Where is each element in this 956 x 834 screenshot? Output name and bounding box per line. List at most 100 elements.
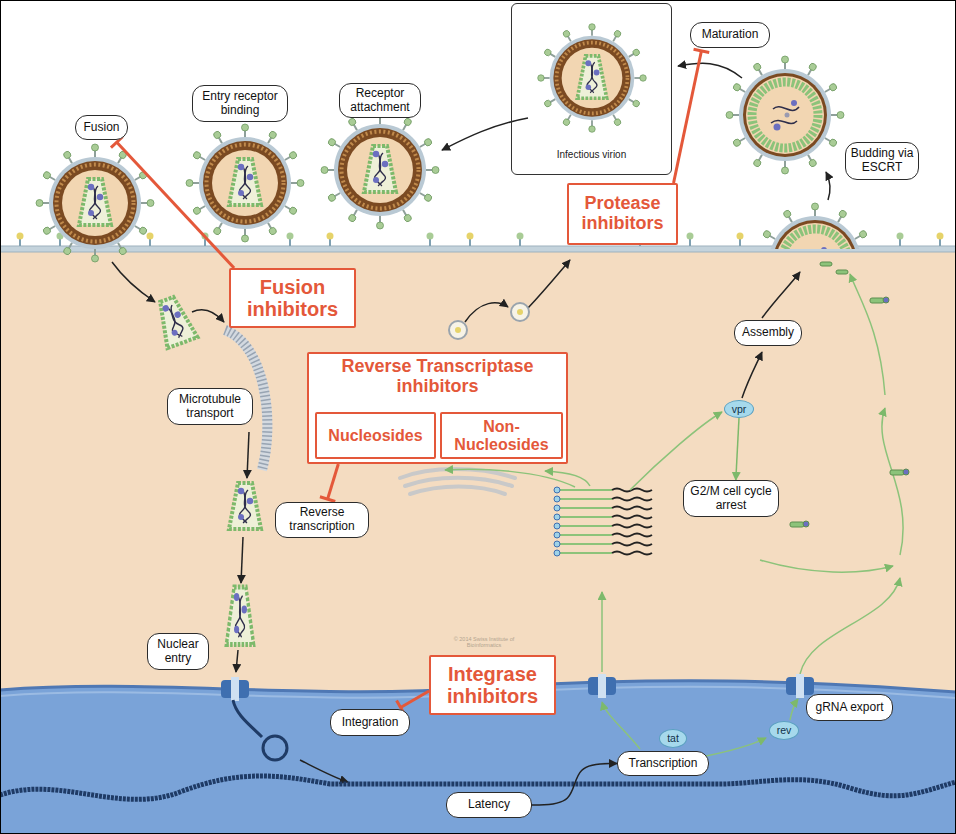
step-arrow-part [742, 352, 762, 398]
inhibition-connector [401, 691, 429, 707]
vesicle-part [511, 303, 529, 321]
vesicle-part [455, 327, 461, 333]
node-text: Reverse Transcriptase inhibitors [314, 357, 561, 397]
endoplasmic-reticulum-part [410, 487, 505, 495]
gag-protein-part [883, 297, 889, 303]
inhibition-connector [117, 142, 234, 268]
step-arrow [112, 63, 830, 782]
gag-protein [790, 262, 909, 527]
step-label: Nuclear entry [147, 633, 209, 670]
mrna-strands-part [554, 487, 560, 556]
step-label: Maturation [690, 22, 770, 48]
protein-oval: vpr [724, 400, 754, 418]
node-text: Maturation [702, 28, 759, 42]
capsid-figure-part [152, 294, 198, 348]
step-arrow-part [762, 272, 800, 318]
node-text: Latency [468, 798, 510, 812]
step-label: Assembly [734, 320, 802, 346]
node-text: Assembly [742, 326, 794, 340]
protein-oval: tat [659, 729, 687, 748]
node-text: Nucleosides [328, 427, 422, 445]
node-text: Receptor attachment [344, 87, 416, 115]
virion-figure-part [321, 111, 439, 229]
vesicle-part [449, 321, 467, 339]
cell-membrane-part [737, 233, 744, 240]
step-label: Integration [330, 709, 410, 736]
cell-membrane-part [467, 233, 474, 240]
mrna-strands-part-part [554, 496, 560, 502]
mrna-strands-part-part [554, 505, 560, 511]
nuclear-pore-part-part [796, 674, 804, 698]
virion-figure [36, 24, 874, 321]
cell-membrane-part [327, 233, 334, 240]
virion-figure-part [756, 203, 874, 249]
node-text: Budding via ESCRT [850, 147, 914, 175]
step-label: Budding via ESCRT [845, 142, 919, 180]
step-arrow-part [528, 260, 570, 308]
node-text: Protease inhibitors [574, 194, 671, 234]
vesicle-part [517, 309, 523, 315]
gag-protein-part [836, 270, 848, 274]
cell-membrane-part [427, 233, 434, 240]
drug-class-box: Fusion inhibitors [229, 268, 356, 328]
node-text: vpr [732, 404, 747, 415]
virion-figure-part [726, 56, 844, 174]
viral-dna-part [233, 700, 262, 737]
vesicle [449, 303, 529, 339]
node-text: Fusion [83, 121, 119, 135]
nuclear-pore-part-part [231, 677, 239, 701]
nuclear-pore-part [588, 674, 616, 698]
rna-arrow-part [800, 578, 900, 674]
endoplasmic-reticulum [400, 469, 515, 494]
inhibition-connector [674, 51, 702, 183]
gag-protein-part [820, 262, 832, 266]
cell-membrane-part [687, 233, 694, 240]
step-arrow-part [300, 760, 348, 782]
step-label: Transcription [617, 751, 709, 776]
node-text: Integrase inhibitors [436, 663, 549, 707]
node-text: Entry receptor binding [197, 90, 283, 118]
mrna-strands-part-part [554, 550, 560, 556]
rna-arrow-part [545, 471, 590, 486]
step-label: Latency [446, 792, 532, 818]
cell-membrane-part [17, 233, 24, 240]
virion-figure-part-part [756, 203, 874, 249]
step-arrow-part [247, 432, 249, 478]
step-label: G2/M cell cycle arrest [683, 480, 779, 517]
drug-class-group: Reverse Transcriptase inhibitorsNucleosi… [307, 352, 568, 464]
step-label: Receptor attachment [339, 83, 421, 119]
gag-protein-part [870, 298, 884, 303]
rna-arrow-part [601, 592, 603, 672]
rna-arrow-part [630, 412, 722, 490]
rna-arrow-part [882, 408, 903, 555]
step-arrow-part [442, 118, 528, 150]
protein-oval: rev [769, 721, 799, 740]
nuclear-pore-part [786, 674, 814, 698]
step-label: Microtubule transport [167, 388, 253, 425]
virion-figure-part [538, 24, 647, 133]
step-arrow-part [465, 303, 508, 322]
drug-class-box: Integrase inhibitors [429, 655, 556, 715]
virion-panel: Infectious virion [511, 3, 672, 175]
step-label: Entry receptor binding [192, 85, 288, 122]
node-text: G2/M cell cycle arrest [688, 485, 774, 513]
cell-membrane-part [937, 233, 944, 240]
node-text: Transcription [629, 757, 698, 771]
node-text: Microtubule transport [172, 393, 248, 421]
nuclear-pore-part-part [598, 674, 606, 698]
drug-subclass-box: Non-Nucleosides [440, 412, 563, 459]
step-arrow-part [678, 63, 742, 78]
step-arrow-part [192, 310, 224, 322]
cell-membrane-part [517, 233, 524, 240]
drug-class-box: Protease inhibitors [567, 183, 678, 245]
rna-arrow-part [706, 738, 766, 756]
mrna-strands-part [612, 489, 652, 555]
node-text: Fusion inhibitors [236, 276, 349, 320]
flow-arrow [736, 418, 739, 480]
cell-membrane-part [287, 233, 294, 240]
step-label: gRNA export [806, 694, 893, 721]
node-text: rev [777, 725, 792, 736]
gag-protein-part [890, 470, 904, 475]
